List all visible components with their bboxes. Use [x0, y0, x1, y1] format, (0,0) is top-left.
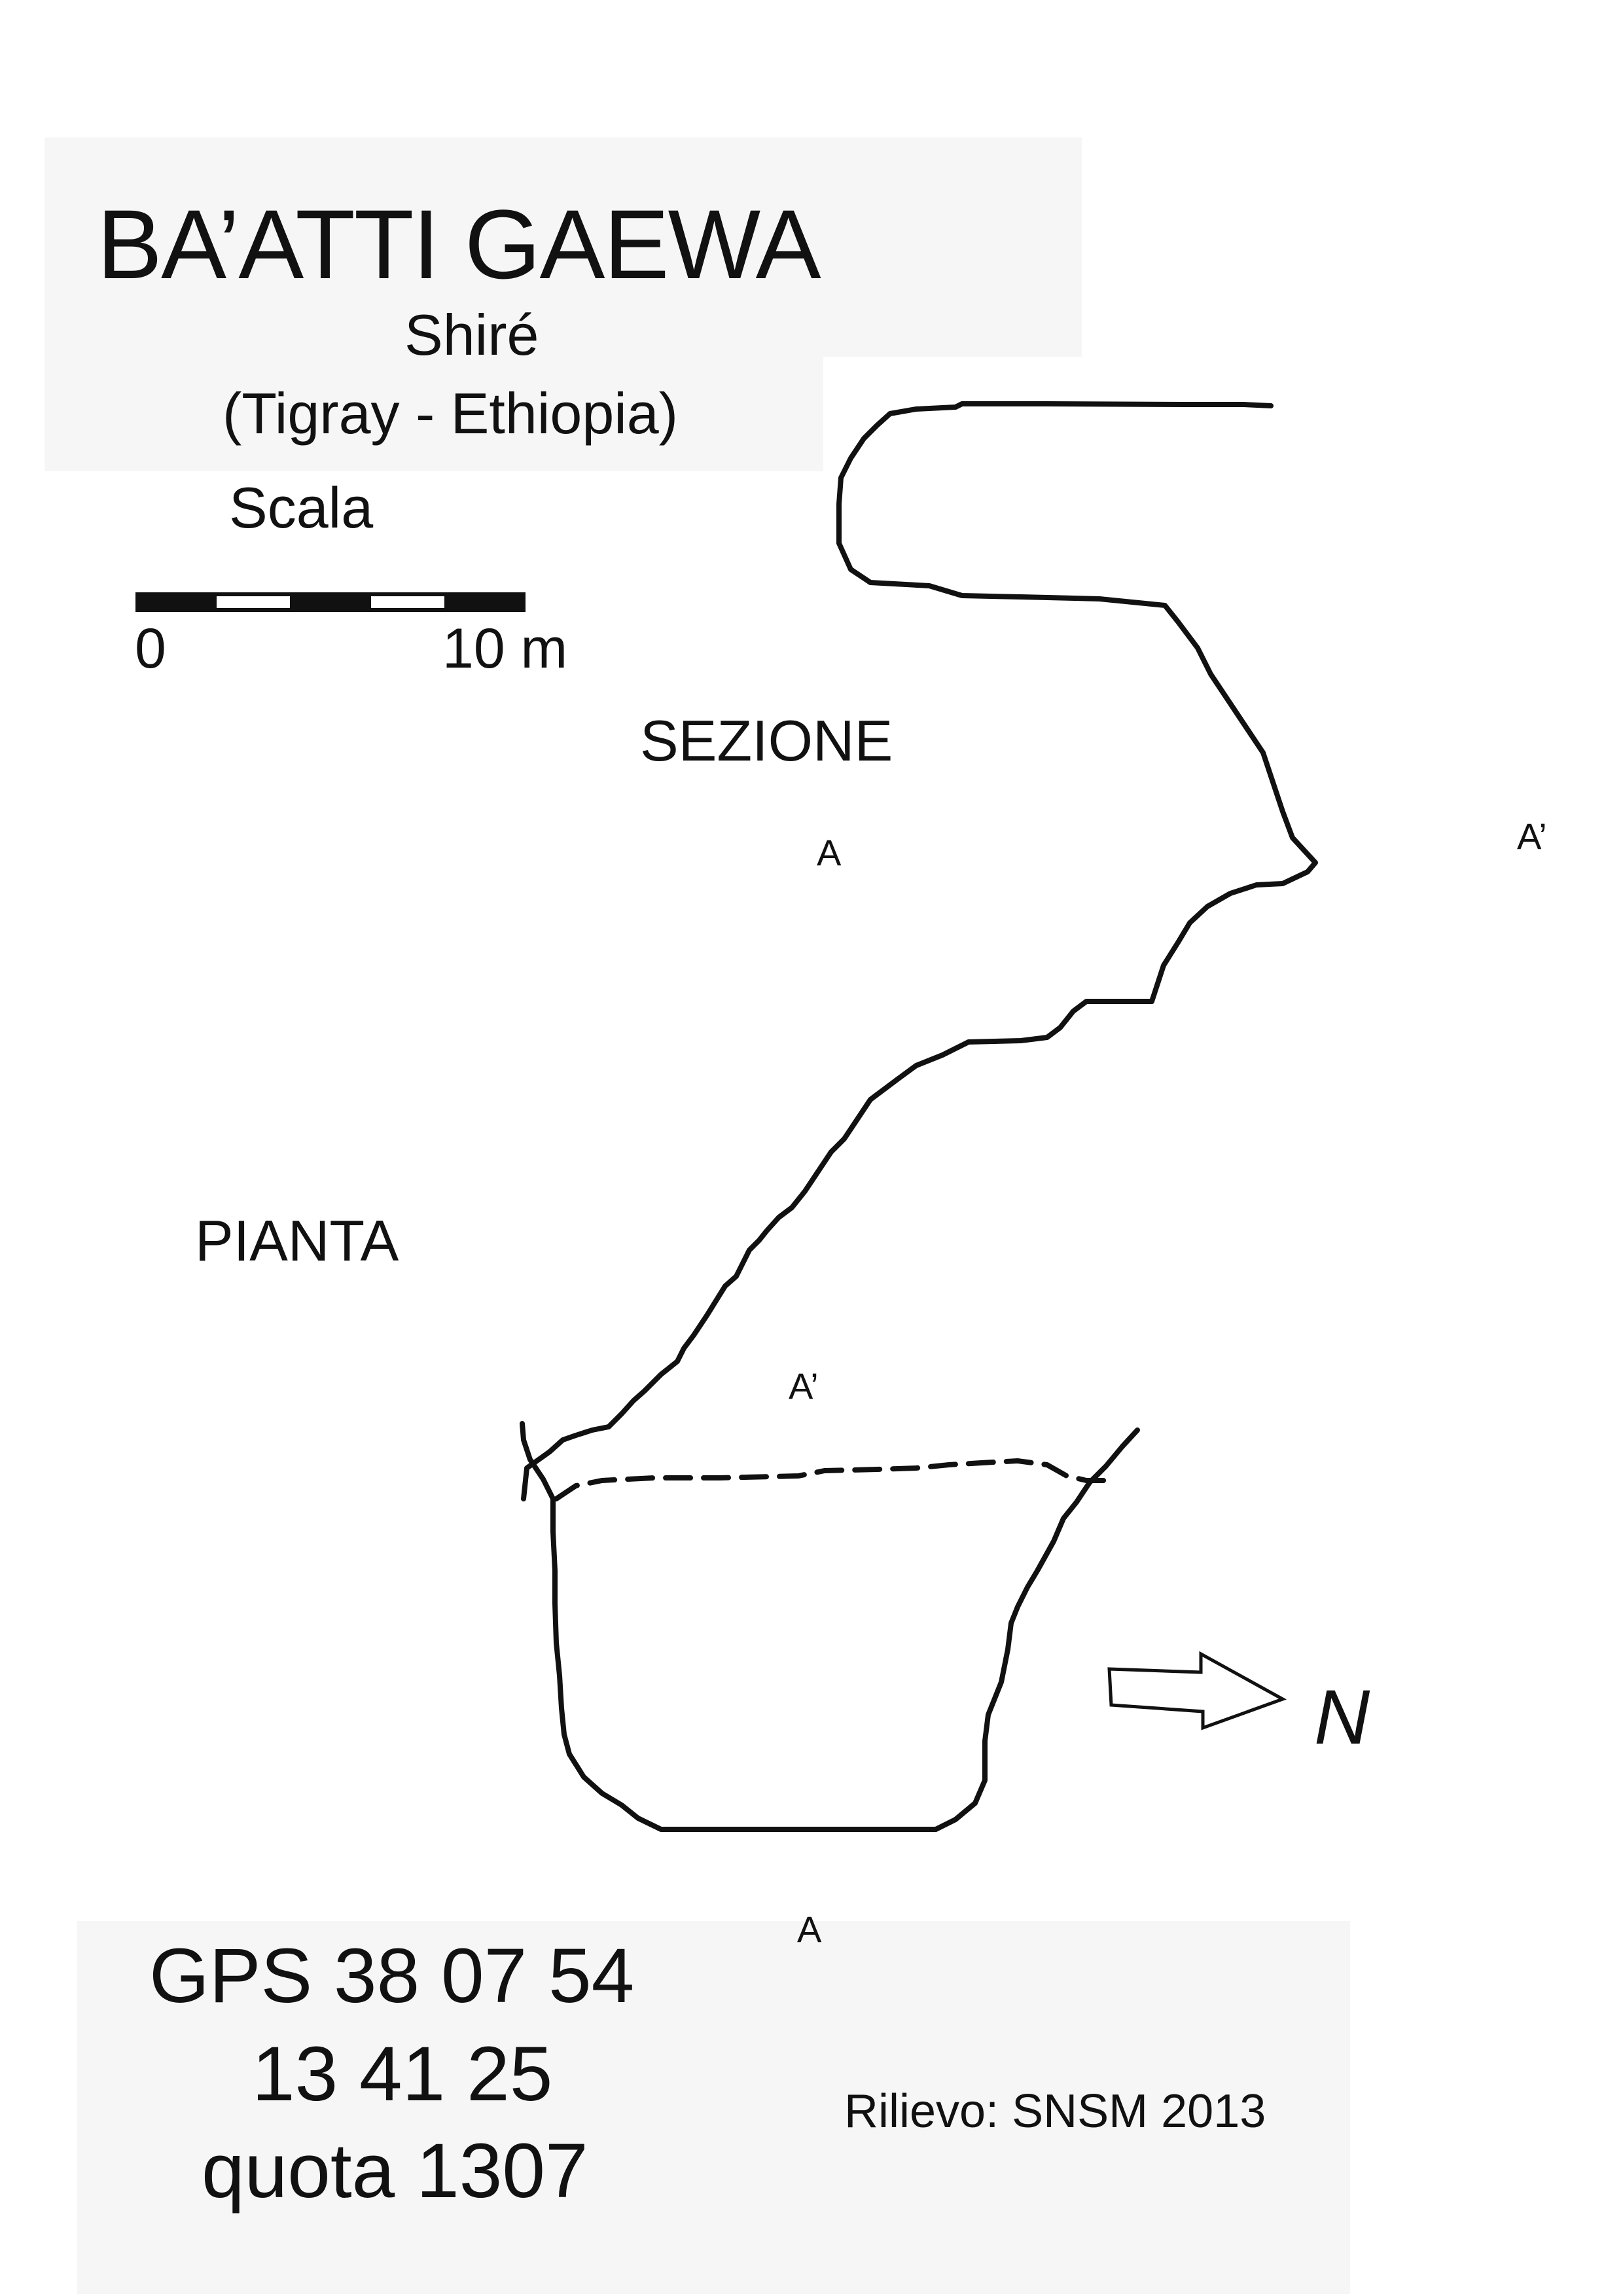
north-arrow-icon [1107, 1651, 1287, 1731]
section-marker-a-prime: A’ [1517, 816, 1547, 857]
country-label: (Tigray - Ethiopia) [223, 381, 679, 446]
plan-label: PIANTA [195, 1208, 399, 1273]
scale-label: Scala [229, 475, 374, 540]
plan-dripline-dashed [554, 1458, 1109, 1501]
scale-start-label: 0 [135, 617, 166, 680]
plan-marker-a: A [797, 1909, 822, 1950]
section-marker-a: A [817, 832, 842, 873]
scale-bar-segment [444, 592, 526, 612]
scale-bar-segment [135, 592, 217, 612]
scale-bar-segment [290, 592, 371, 612]
location-panel [77, 1921, 1350, 2294]
section-label: SEZIONE [640, 708, 893, 773]
section-profile-line [521, 401, 1318, 1501]
plan-outline [520, 1421, 1140, 1832]
altitude-label: quota 1307 [202, 2128, 588, 2214]
region-label: Shiré [404, 302, 539, 367]
plan-marker-a-prime: A’ [789, 1365, 819, 1407]
survey-credit: Rilievo: SNSM 2013 [844, 2085, 1266, 2138]
scale-end-label: 10 m [442, 617, 568, 680]
gps-line-2: 13 41 25 [252, 2031, 553, 2117]
gps-line-1: GPS 38 07 54 [149, 1933, 635, 2019]
cave-title: BA’ATTI GAEWA [97, 189, 821, 299]
north-label: N [1314, 1674, 1370, 1761]
scale-bar [135, 592, 526, 612]
title-panel [45, 137, 1082, 357]
title-panel-lower [45, 357, 823, 471]
